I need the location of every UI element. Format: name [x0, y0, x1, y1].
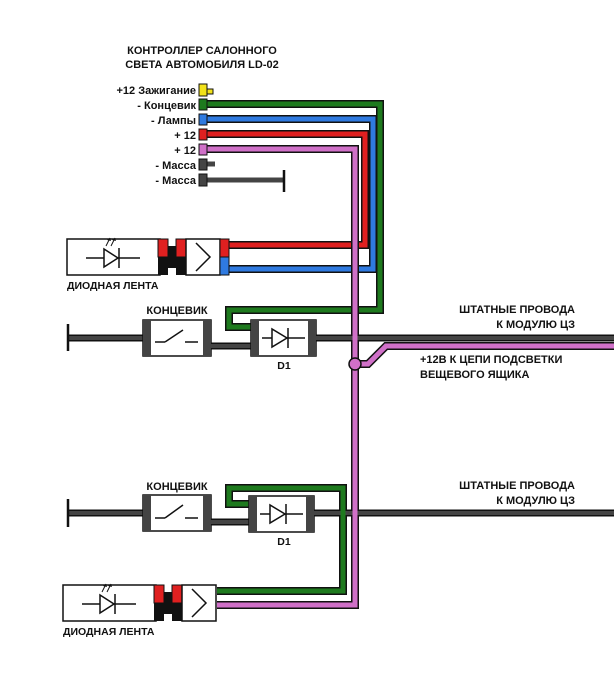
top-wires-line2: К МОДУЛЮ ЦЗ [496, 319, 575, 331]
glovebox-line2: ВЕЩЕВОГО ЯЩИКА [420, 369, 529, 381]
bottom-wires-line1: ШТАТНЫЕ ПРОВОДА [459, 480, 575, 492]
wire-bottom-green [217, 485, 346, 594]
pin-label-switch: - Концевик [137, 100, 196, 112]
bottom-switch-label: КОНЦЕВИК [146, 481, 207, 493]
controller-connector [198, 83, 208, 187]
bottom-diode-label: D1 [277, 536, 291, 548]
bottom-led-strip [62, 583, 217, 622]
top-led-strip [66, 237, 230, 276]
wire-lamps [200, 116, 376, 272]
controller-title-line1: КОНТРОЛЛЕР САЛОННОГО [127, 45, 277, 57]
top-led-label: ДИОДНАЯ ЛЕНТА [67, 280, 159, 292]
pin-label-plus12-a: + 12 [174, 130, 196, 142]
top-diode-label: D1 [277, 360, 291, 372]
bottom-switch-row [66, 494, 614, 533]
top-wires-line1: ШТАТНЫЕ ПРОВОДА [459, 304, 575, 316]
pin-label-ignition: +12 Зажигание [116, 85, 196, 97]
wire-plus12 [200, 131, 368, 248]
bottom-led-label: ДИОДНАЯ ЛЕНТА [63, 626, 155, 638]
controller-title-line2: СВЕТА АВТОМОБИЛЯ LD-02 [125, 59, 279, 71]
top-switch-label: КОНЦЕВИК [146, 305, 207, 317]
wire-plus12-pink [200, 146, 358, 608]
pin-label-ground-a: - Масса [155, 160, 197, 172]
wire-switch [200, 101, 383, 330]
top-switch-row [66, 319, 614, 357]
glovebox-line1: +12В К ЦЕПИ ПОДСВЕТКИ [420, 354, 562, 366]
bottom-wires-line2: К МОДУЛЮ ЦЗ [496, 495, 575, 507]
pin-label-ground-b: - Масса [155, 175, 197, 187]
pin-label-plus12-b: + 12 [174, 145, 196, 157]
pink-junction [348, 357, 362, 371]
pin-label-lamps: - Лампы [151, 115, 196, 127]
